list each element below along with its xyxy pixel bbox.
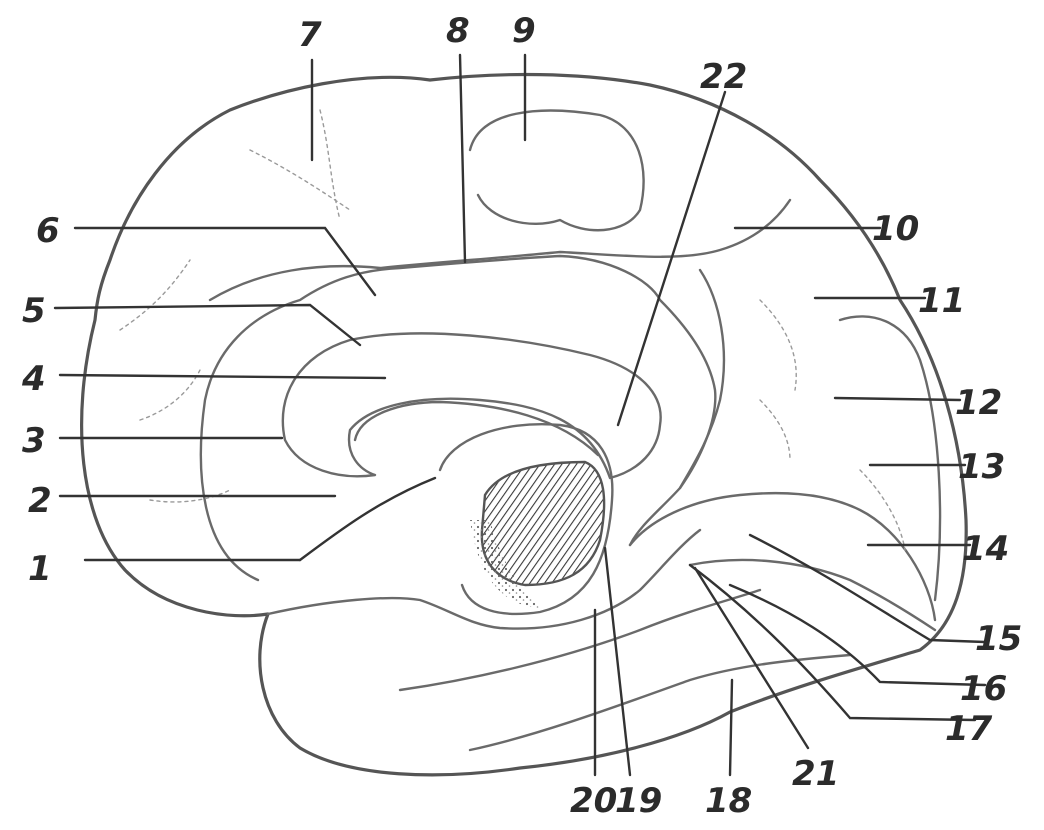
label-15: 15 [975, 619, 1022, 659]
leader-18 [728, 678, 734, 777]
label-9: 9 [512, 11, 536, 51]
hypothalamus-stipple [470, 520, 540, 608]
label-11: 11 [918, 281, 965, 321]
cingulate-sulcus [208, 198, 792, 302]
label-16: 16 [960, 669, 1007, 709]
parahippocampal-gyrus [266, 528, 702, 630]
label-5: 5 [22, 291, 46, 331]
leader-8 [458, 53, 467, 264]
leader-19 [603, 546, 632, 777]
superior-frontal-gyrus-folds [119, 109, 351, 503]
precuneus-border [678, 268, 726, 490]
label-12: 12 [955, 383, 1002, 423]
label-22: 22 [700, 57, 747, 97]
leader-lines [53, 53, 987, 777]
leader-15 [748, 533, 987, 644]
corpus-callosum [281, 332, 662, 480]
label-7: 7 [298, 15, 322, 55]
fornix [353, 400, 600, 457]
leader-21 [693, 566, 810, 750]
label-17: 17 [945, 709, 993, 749]
label-6: 6 [36, 211, 60, 251]
leader-5 [53, 303, 362, 347]
label-19: 19 [615, 781, 662, 821]
label-4: 4 [21, 359, 46, 399]
parieto-occipital-sulcus [838, 315, 942, 602]
leader-6 [73, 226, 377, 297]
collateral-sulcus [398, 588, 762, 692]
leader-4 [58, 373, 387, 380]
label-1: 1 [28, 549, 52, 589]
occipitotemporal-sulcus [468, 653, 852, 752]
label-10: 10 [872, 209, 919, 249]
leader-16 [728, 583, 987, 687]
paracentral-lobule [468, 109, 645, 232]
calcarine-sulcus [628, 491, 937, 622]
third-ventricle-wall [438, 423, 614, 616]
number-labels: 1 2 3 4 5 6 7 8 9 10 11 12 13 14 15 16 1… [21, 11, 1022, 821]
leader-22 [616, 90, 727, 427]
label-3: 3 [22, 421, 46, 461]
label-14: 14 [962, 529, 1009, 569]
label-20: 20 [570, 781, 617, 821]
label-21: 21 [792, 754, 839, 794]
leader-17 [688, 563, 977, 722]
hemisphere-outline [80, 72, 968, 777]
leader-12 [833, 396, 962, 402]
label-8: 8 [446, 11, 470, 51]
label-2: 2 [28, 481, 52, 521]
label-18: 18 [705, 781, 752, 821]
occipital-folds [759, 299, 906, 551]
leader-1-arc [298, 476, 437, 562]
lingual-gyrus-lower-border [688, 558, 937, 632]
label-13: 13 [958, 447, 1005, 487]
